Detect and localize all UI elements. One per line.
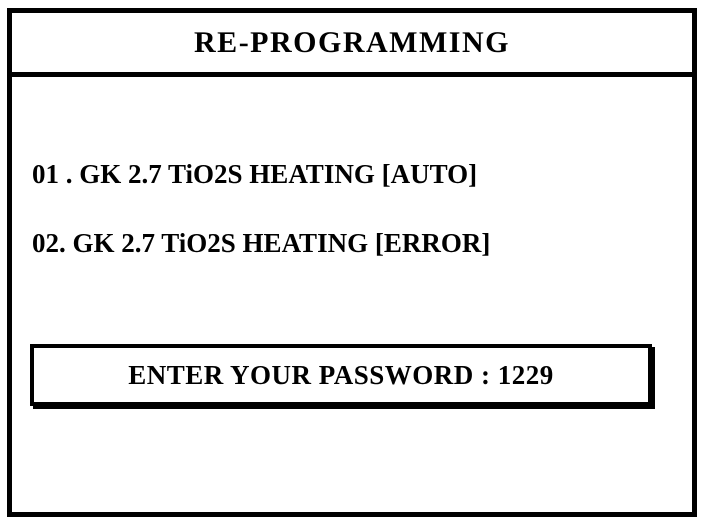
device-screen-frame: RE-PROGRAMMING 01 . GK 2.7 TiO2S HEATING… — [7, 8, 697, 517]
screen-body: 01 . GK 2.7 TiO2S HEATING [AUTO] 02. GK … — [12, 82, 692, 512]
reprogramming-item-list: 01 . GK 2.7 TiO2S HEATING [AUTO] 02. GK … — [32, 161, 680, 257]
password-input-box[interactable]: ENTER YOUR PASSWORD : 1229 — [30, 344, 652, 406]
list-item[interactable]: 01 . GK 2.7 TiO2S HEATING [AUTO] — [32, 159, 478, 189]
title-bar: RE-PROGRAMMING — [12, 13, 692, 77]
password-prompt-and-value: ENTER YOUR PASSWORD : 1229 — [128, 359, 554, 390]
page-title: RE-PROGRAMMING — [194, 25, 510, 59]
list-item[interactable]: 02. GK 2.7 TiO2S HEATING [ERROR] — [32, 228, 491, 258]
